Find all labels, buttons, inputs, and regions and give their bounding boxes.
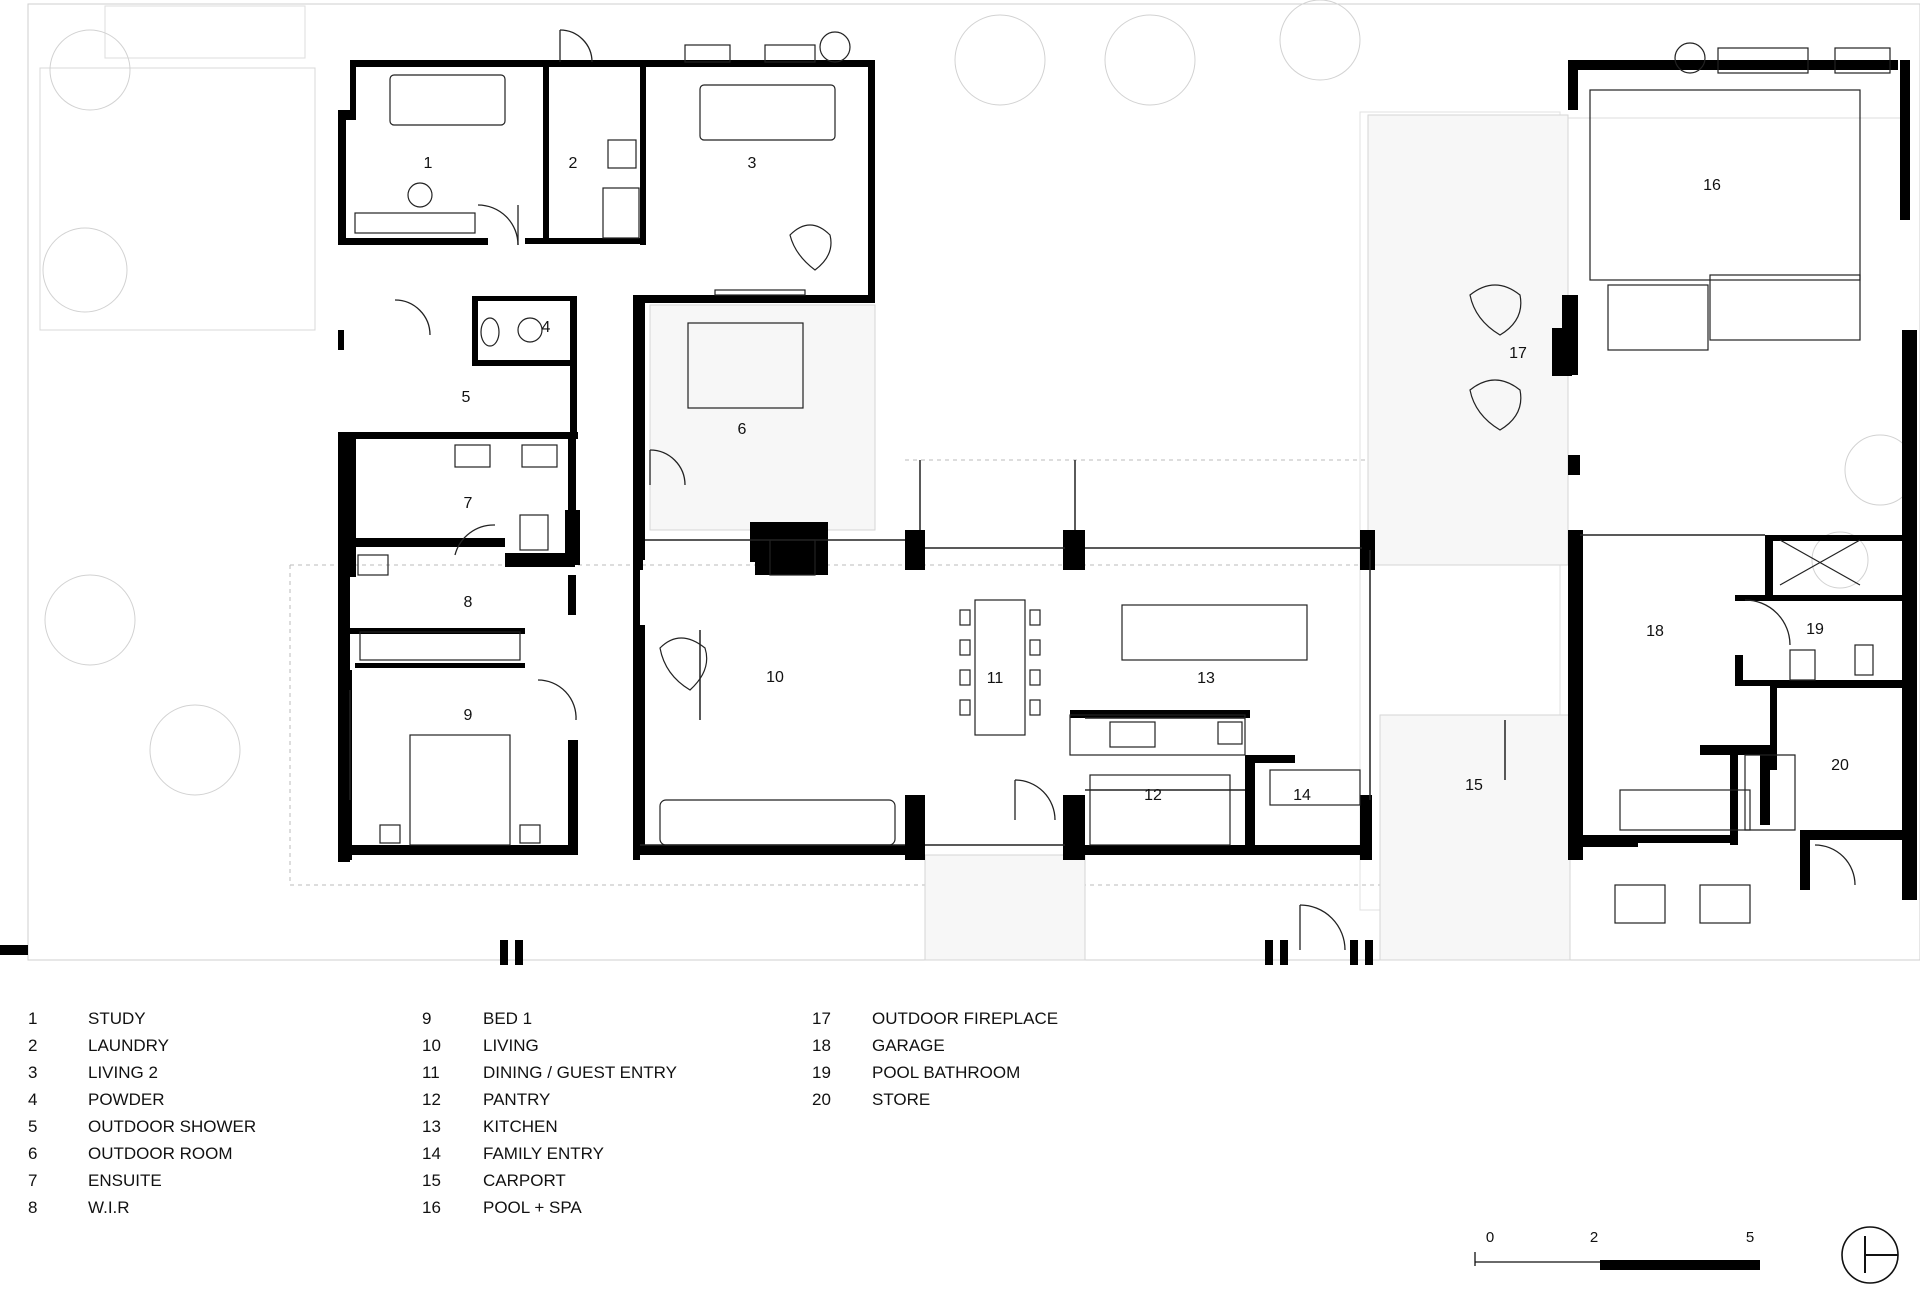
- legend-name-4: POWDER: [88, 1090, 165, 1109]
- room-number-13: 13: [1197, 670, 1215, 687]
- furniture: [354, 31, 1891, 924]
- legend-number-1: 1: [28, 1009, 37, 1028]
- legend-number-4: 4: [28, 1090, 37, 1109]
- room-number-16: 16: [1703, 177, 1721, 194]
- legend-number-15: 15: [422, 1171, 441, 1190]
- legend-name-16: POOL + SPA: [483, 1198, 582, 1217]
- legend-name-7: ENSUITE: [88, 1171, 162, 1190]
- legend-number-16: 16: [422, 1198, 441, 1217]
- legend-number-7: 7: [28, 1171, 37, 1190]
- legend-name-6: OUTDOOR ROOM: [88, 1144, 233, 1163]
- legend-number-14: 14: [422, 1144, 441, 1163]
- legend-number-19: 19: [812, 1063, 831, 1082]
- room-number-3: 3: [748, 155, 757, 172]
- room-number-8: 8: [464, 594, 473, 611]
- scale-bar: 0 2 5: [1474, 1229, 1760, 1270]
- room-number-4: 4: [542, 319, 551, 336]
- room-number-17: 17: [1509, 345, 1527, 362]
- room-number-19: 19: [1806, 621, 1824, 638]
- room-number-12: 12: [1144, 787, 1162, 804]
- legend-number-10: 10: [422, 1036, 441, 1055]
- legend-number-13: 13: [422, 1117, 441, 1136]
- legend: 1 STUDY 2 LAUNDRY 3 LIVING 2 4 POWDER 5 OUTDOOR S…: [28, 1009, 1058, 1217]
- legend-name-20: STORE: [872, 1090, 930, 1109]
- legend-number-12: 12: [422, 1090, 441, 1109]
- legend-name-9: BED 1: [483, 1009, 532, 1028]
- legend-name-18: GARAGE: [872, 1036, 945, 1055]
- room-number-6: 6: [738, 421, 747, 438]
- legend-number-17: 17: [812, 1009, 831, 1028]
- legend-number-2: 2: [28, 1036, 37, 1055]
- legend-number-11: 11: [422, 1063, 440, 1082]
- walls: [0, 60, 1917, 965]
- room-number-15: 15: [1465, 777, 1483, 794]
- legend-name-5: OUTDOOR SHOWER: [88, 1117, 256, 1136]
- room-number-20: 20: [1831, 757, 1849, 774]
- legend-name-2: LAUNDRY: [88, 1036, 169, 1055]
- partitions: [349, 460, 1765, 846]
- room-number-5: 5: [462, 389, 471, 406]
- legend-number-6: 6: [28, 1144, 37, 1163]
- paving-zones: [649, 114, 1571, 961]
- room-number-9: 9: [464, 707, 473, 724]
- legend-name-19: POOL BATHROOM: [872, 1063, 1020, 1082]
- legend-name-17: OUTDOOR FIREPLACE: [872, 1009, 1058, 1028]
- north-arrow-icon: [1841, 1226, 1899, 1284]
- legend-number-3: 3: [28, 1063, 37, 1082]
- landscape-shrubs: [42, 0, 1916, 796]
- room-number-2: 2: [569, 155, 578, 172]
- legend-name-14: FAMILY ENTRY: [483, 1144, 604, 1163]
- site-landscape: [27, 3, 1920, 961]
- legend-name-12: PANTRY: [483, 1090, 550, 1109]
- scale-label-2: 2: [1590, 1229, 1598, 1246]
- room-number-10: 10: [766, 669, 784, 686]
- legend-number-5: 5: [28, 1117, 37, 1136]
- scale-label-5: 5: [1746, 1229, 1754, 1246]
- scale-bar-solid-segment: [1600, 1260, 1760, 1270]
- room-number-1: 1: [424, 155, 433, 172]
- room-number-18: 18: [1646, 623, 1664, 640]
- legend-name-8: W.I.R: [88, 1198, 130, 1217]
- room-number-11: 11: [987, 670, 1004, 687]
- doors: [394, 29, 1856, 951]
- legend-number-20: 20: [812, 1090, 831, 1109]
- room-number-14: 14: [1293, 787, 1311, 804]
- legend-name-3: LIVING 2: [88, 1063, 158, 1082]
- room-number-7: 7: [464, 495, 473, 512]
- scale-label-0: 0: [1486, 1229, 1494, 1246]
- legend-name-10: LIVING: [483, 1036, 539, 1055]
- legend-name-15: CARPORT: [483, 1171, 566, 1190]
- legend-name-1: STUDY: [88, 1009, 146, 1028]
- legend-number-8: 8: [28, 1198, 37, 1217]
- legend-name-13: KITCHEN: [483, 1117, 558, 1136]
- legend-name-11: DINING / GUEST ENTRY: [483, 1063, 677, 1082]
- legend-number-9: 9: [422, 1009, 431, 1028]
- legend-number-18: 18: [812, 1036, 831, 1055]
